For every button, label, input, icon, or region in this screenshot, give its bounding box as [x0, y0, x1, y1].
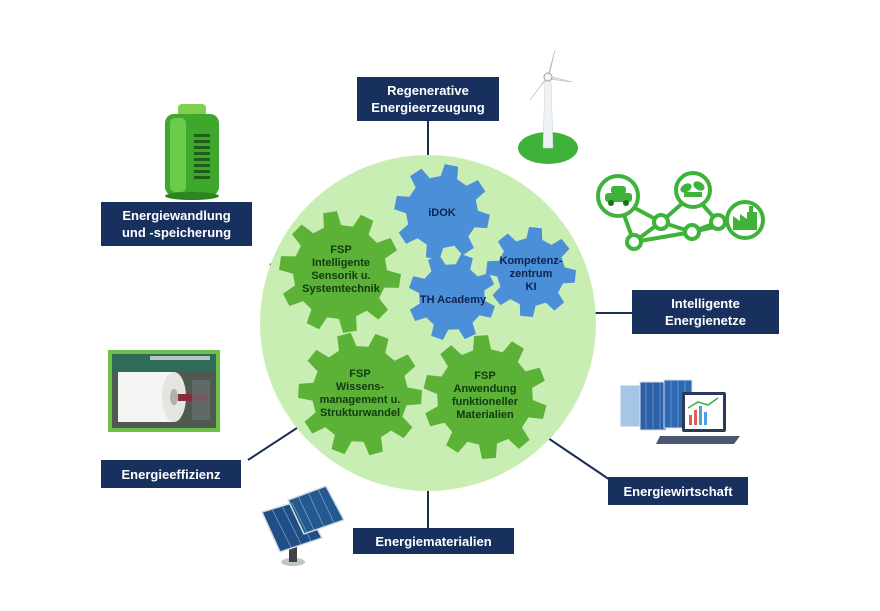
gear-label-line: zentrum — [509, 267, 553, 280]
gear-wissen — [298, 332, 422, 456]
label-line: Energiematerialien — [375, 533, 492, 549]
gear-label-line: Materialien — [456, 409, 514, 421]
label-line: und -speicherung — [121, 225, 232, 240]
gear-label-kompetenz: Kompetenz- zentrum KI — [490, 252, 572, 296]
gear-label-line: Wissens- — [335, 381, 385, 393]
gear-label-line: Intelligente — [311, 257, 371, 269]
solar-laptop-icon — [619, 379, 740, 444]
gear-label-line: Anwendung — [453, 383, 517, 395]
label-line: Regenerative — [387, 83, 469, 98]
gear-label-line: FSP — [474, 370, 496, 382]
label-energiewandlung: Energiewandlung und -speicherung — [101, 202, 252, 246]
gear-academy — [409, 254, 495, 340]
gear-idok — [394, 164, 490, 260]
label-energiewirtschaft: Energiewirtschaft — [608, 477, 748, 505]
leaf-icon — [680, 181, 705, 197]
gear-anwendung — [423, 335, 547, 459]
gear-sensorik — [279, 211, 401, 333]
label-line: Energienetze — [665, 313, 746, 328]
gear-label-line: Kompetenz- — [499, 254, 563, 267]
label-line: Energiewandlung — [122, 208, 231, 223]
gear-label-anwendung: FSP Anwendung funktioneller Materialien — [432, 366, 538, 426]
gear-label-line: iDOK — [428, 206, 456, 219]
gear-kompetenz — [486, 227, 576, 317]
gear-label-wissen: FSP Wissens- management u. Strukturwande… — [302, 364, 418, 424]
gear-label-idok: iDOK — [405, 200, 479, 226]
gear-label-sensorik: FSP Intelligente Sensorik u. Systemtechn… — [290, 240, 392, 300]
battery-icon — [165, 104, 219, 200]
gear-label-line: FSP — [330, 244, 352, 256]
label-line: Energieerzeugung — [371, 100, 485, 115]
label-line: Energieeffizienz — [121, 466, 221, 482]
gear-label-line: FSP — [349, 368, 371, 380]
gear-label-line: KI — [525, 280, 537, 293]
paper-roll-photo — [108, 350, 220, 432]
label-energiematerialien: Energiematerialien — [353, 528, 514, 554]
gear-label-line: management u. — [319, 394, 401, 406]
gear-label-academy: TH Academy — [411, 288, 495, 312]
gear-label-line: Systemtechnik — [302, 283, 380, 295]
gear-label-line: TH Academy — [419, 293, 487, 306]
label-line: Energiewirtschaft — [623, 483, 733, 499]
solar-tracker-icon — [260, 485, 346, 566]
gear-label-line: Strukturwandel — [319, 407, 401, 419]
label-line: Intelligente — [671, 296, 740, 311]
label-regenerative-energieerzeugung: Regenerative Energieerzeugung — [357, 77, 499, 121]
label-energieeffizienz: Energieeffizienz — [101, 460, 241, 488]
factory-icon — [733, 206, 757, 230]
car-icon — [605, 186, 632, 206]
wind-turbine-icon — [518, 49, 578, 164]
gear-label-line: funktioneller — [451, 396, 518, 408]
label-intelligente-energienetze: Intelligente Energienetze — [632, 290, 779, 334]
gear-label-line: Sensorik u. — [311, 270, 371, 282]
smart-grid-icon — [596, 171, 765, 251]
